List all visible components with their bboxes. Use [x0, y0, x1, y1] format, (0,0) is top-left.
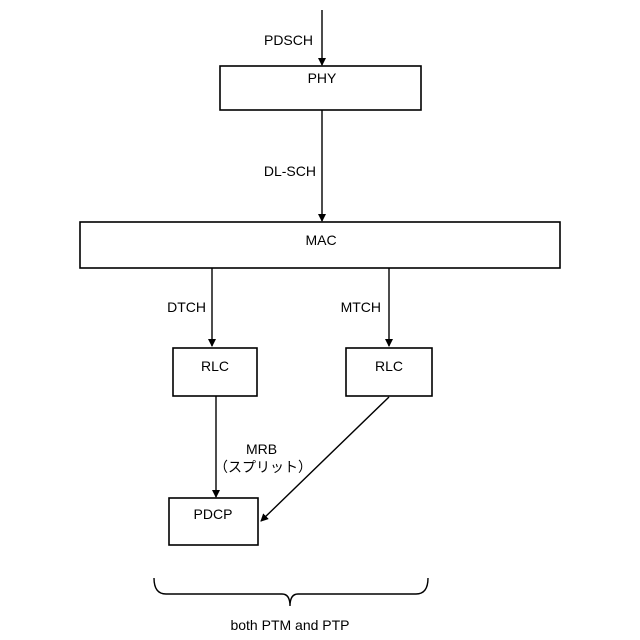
rlc-right-label: RLC [375, 358, 403, 374]
phy-label: PHY [308, 70, 337, 86]
mrb-label: MRB [246, 441, 277, 457]
dl-sch-label: DL-SCH [264, 163, 316, 179]
rlc-left-label: RLC [201, 358, 229, 374]
dtch-label: DTCH [167, 299, 206, 315]
scope-brace [154, 578, 428, 606]
mac-label: MAC [305, 232, 336, 248]
pdcp-label: PDCP [194, 506, 233, 522]
mrb-split-label: （スプリット） [214, 460, 312, 476]
rlc-right-to-pdcp-arrow [261, 397, 389, 521]
mtch-label: MTCH [341, 299, 381, 315]
pdsch-label: PDSCH [264, 32, 313, 48]
scope-caption: both PTM and PTP [230, 617, 349, 633]
